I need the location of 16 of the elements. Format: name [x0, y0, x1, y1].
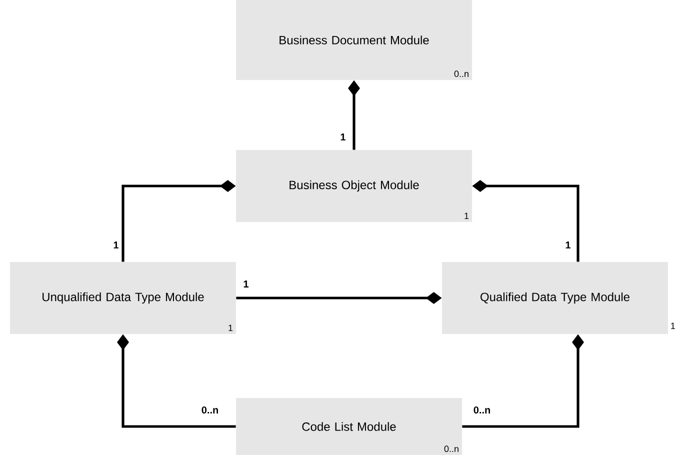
module-box: Business Object Module 1: [236, 150, 472, 222]
module-box: Code List Module 0..n: [236, 398, 462, 455]
edge-label: 0..n: [474, 406, 490, 414]
multiplicity-label: 1: [228, 324, 233, 331]
multiplicity-label: 0..n: [444, 446, 458, 452]
edge-label: 1: [244, 280, 248, 288]
multiplicity-label: 0..n: [454, 70, 468, 77]
module-box: Unqualified Data Type Module 1: [10, 262, 236, 334]
multiplicity-label: 1: [464, 212, 469, 219]
multiplicity-label: 1: [671, 322, 675, 329]
edge-label: 1: [114, 242, 118, 248]
edge-label: 1: [340, 134, 346, 140]
edge-label: 0..n: [202, 406, 218, 414]
module-box: Business Document Module 0..n: [236, 0, 472, 80]
module-box: Qualified Data Type Module: [442, 262, 668, 334]
edge-label: 1: [566, 242, 571, 248]
